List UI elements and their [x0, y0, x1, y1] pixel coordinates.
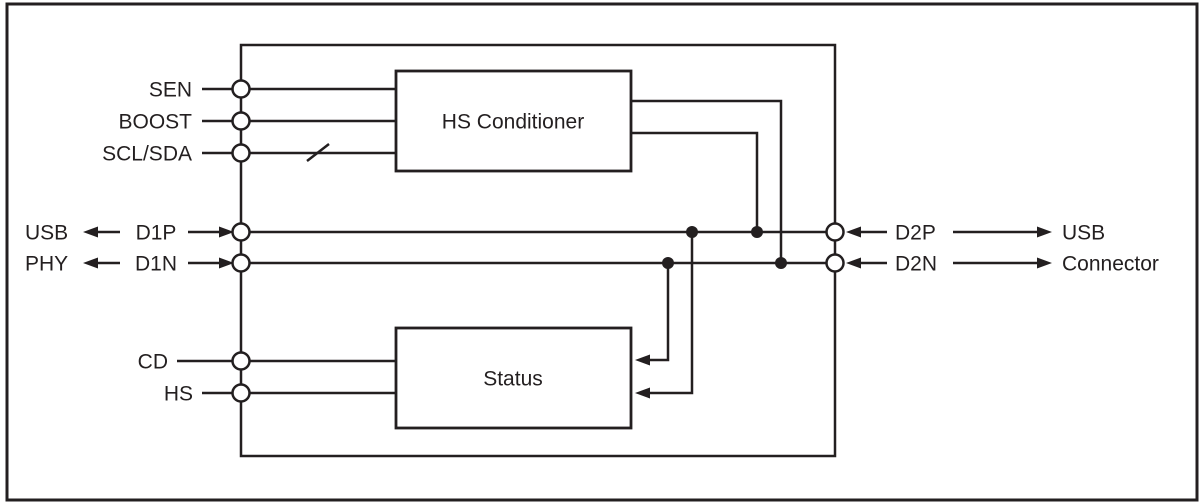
arrowhead-status-upper [635, 354, 650, 366]
wire-d1n-to-status [649, 263, 670, 362]
junction-dot [751, 226, 763, 238]
label-hs: HS [164, 383, 193, 406]
hs-conditioner-box [394, 69, 633, 173]
arrowhead-right-usb-connector-bottom [1037, 257, 1052, 269]
pin-d2p [825, 222, 845, 242]
junction-dot [775, 257, 787, 269]
label-usb-phy-line2: PHY [25, 253, 68, 276]
arrowhead-status-lower [635, 387, 650, 399]
arrowhead-right-usb-connector-top [1037, 226, 1052, 238]
pin-boost [231, 111, 251, 131]
bus-slash [306, 143, 330, 162]
pin-d2n [825, 253, 845, 273]
arrowhead-left-d2p [846, 226, 861, 238]
pin-sen [231, 79, 251, 99]
pin-cd [231, 351, 251, 371]
junction-dot [662, 257, 674, 269]
pin-d1n [231, 253, 251, 273]
outer-frame [5, 2, 1199, 502]
label-d1n: D1N [135, 253, 177, 276]
label-usb-connector-line2: Connector [1062, 253, 1159, 276]
status-box [394, 326, 633, 430]
arrowhead-left-usb-phy-bottom [83, 257, 98, 269]
label-usb-phy-line1: USB [25, 222, 68, 245]
label-d2p: D2P [895, 222, 936, 245]
hs-conditioner-label: HS Conditioner [442, 111, 584, 134]
arrowhead-right-d1p [219, 226, 234, 238]
arrowhead-left-usb-phy-top [83, 226, 98, 238]
pin-d1p [231, 222, 251, 242]
label-sen: SEN [149, 79, 192, 102]
pin-hs [231, 383, 251, 403]
pin-scl-sda [231, 143, 251, 163]
label-d1p: D1P [136, 222, 177, 245]
label-d2n: D2N [895, 253, 937, 276]
label-scl-sda: SCL/SDA [102, 143, 192, 166]
status-label: Status [483, 368, 543, 391]
label-cd: CD [138, 351, 168, 374]
wire-hs-conditioner-out-bottom [631, 131, 759, 232]
arrowhead-right-d1n [219, 257, 234, 269]
wire-hs-conditioner-out-top [631, 99, 783, 263]
chip-outline [239, 43, 837, 458]
wire-d1p-to-status [649, 232, 694, 395]
label-boost: BOOST [118, 111, 192, 134]
label-usb-connector-line1: USB [1062, 222, 1105, 245]
arrowhead-left-d2n [846, 257, 861, 269]
junction-dot [686, 226, 698, 238]
